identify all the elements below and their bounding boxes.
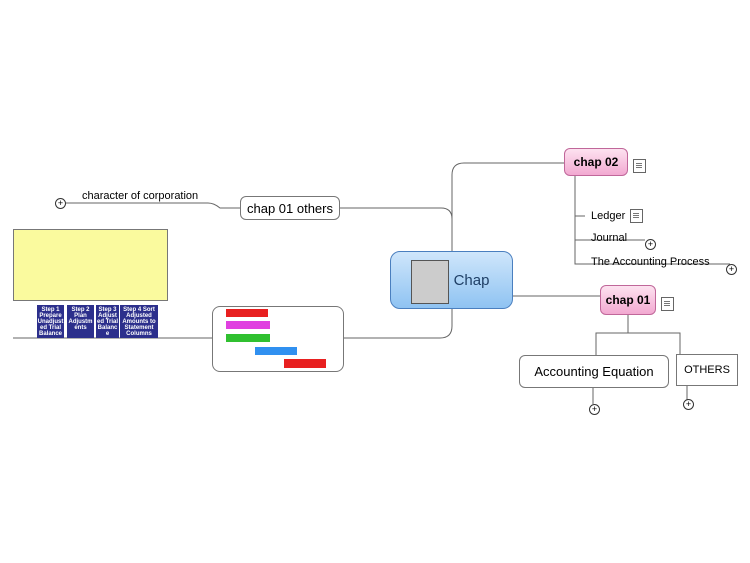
computer-icon [411,260,449,304]
step-1: Step 1 Prepare Unadjust ed Trial Balance [37,305,64,338]
topic-character-of-corporation[interactable]: character of corporation [82,190,199,202]
note-icon[interactable] [661,297,674,311]
expand-icon[interactable]: + [55,198,66,209]
expand-icon[interactable]: + [683,399,694,410]
flow-box [284,359,326,368]
topic-journal[interactable]: Journal [591,232,628,244]
note-icon[interactable] [630,209,643,223]
expand-icon[interactable]: + [589,404,600,415]
flow-box [226,321,270,329]
topic-chap-02[interactable]: chap 02 [564,148,628,176]
topic-accounting-process[interactable]: The Accounting Process [591,256,710,268]
step-2: Step 2 Plan Adjustm ents [67,305,94,338]
expand-icon[interactable]: + [726,264,737,275]
step-4: Step 4 Sort Adjusted Amounts to Statemen… [120,305,158,338]
central-topic-label: Chap [453,271,490,289]
topic-others-label: OTHERS [684,364,730,376]
topic-accounting-equation-label: Accounting Equation [534,364,654,379]
worksheet-image [13,229,168,301]
topic-chap-01-label: chap 01 [605,293,651,307]
flowchart-image [212,306,344,372]
note-icon[interactable] [633,159,646,173]
flow-box [226,309,268,317]
central-topic[interactable]: Chap [390,251,513,309]
flow-box [255,347,297,355]
flow-box [226,334,270,342]
topic-chap-02-label: chap 02 [573,155,619,169]
topic-others[interactable]: OTHERS [676,354,738,386]
topic-accounting-equation[interactable]: Accounting Equation [519,355,669,388]
step-3: Step 3 Adjust ed Trial Balanc e [96,305,119,338]
topic-chap-01-others[interactable]: chap 01 others [240,196,340,220]
topic-ledger[interactable]: Ledger [591,210,626,222]
topic-chap-01-others-label: chap 01 others [246,200,333,216]
expand-icon[interactable]: + [645,239,656,250]
topic-chap-01[interactable]: chap 01 [600,285,656,315]
